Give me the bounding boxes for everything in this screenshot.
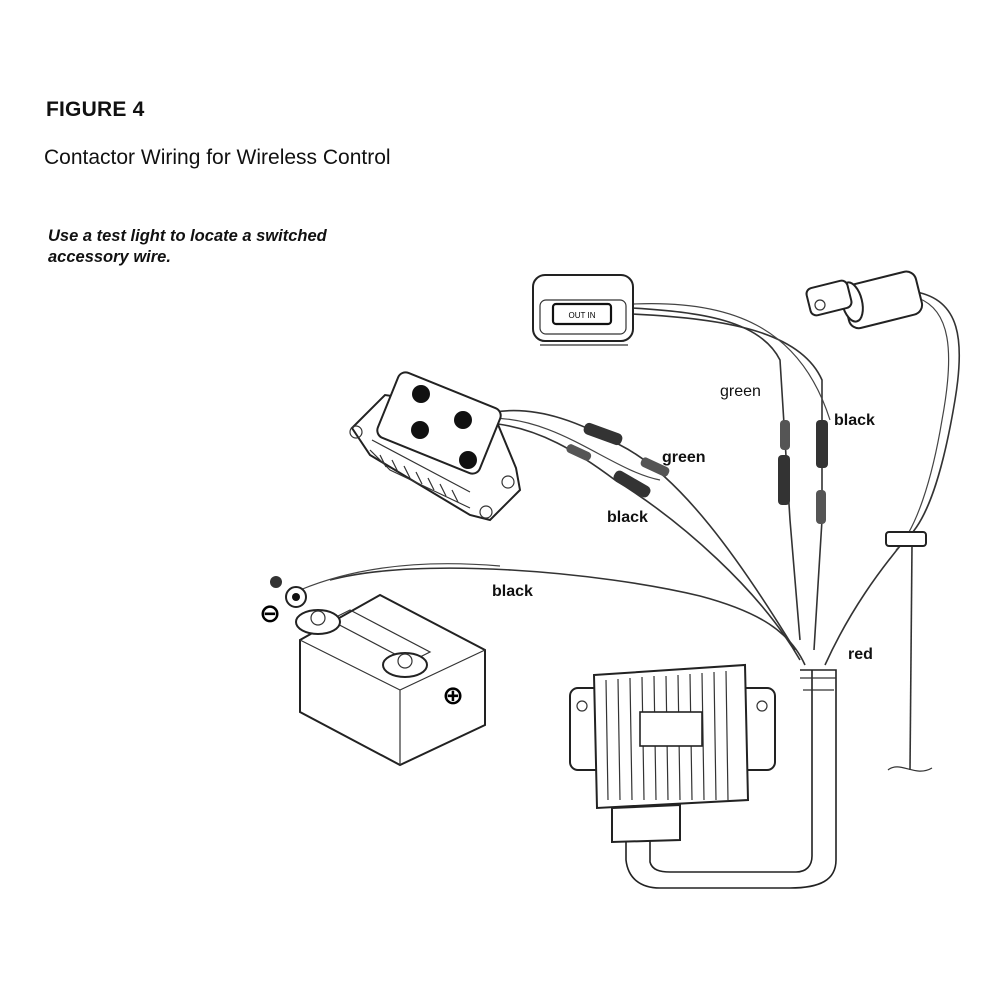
wire-connectors <box>566 420 828 524</box>
ignition-red-label: red <box>848 646 873 663</box>
contactor-terminal-2 <box>454 411 472 429</box>
ground-clip <box>885 531 927 547</box>
figure-subtitle: Contactor Wiring for Wireless Control <box>44 146 391 169</box>
contactor-terminal-1 <box>412 385 430 403</box>
battery-positive-symbol: ⊕ <box>442 681 464 711</box>
control-box <box>569 663 776 844</box>
contactor-black-label: black <box>607 509 648 526</box>
battery-negative-symbol: ⊖ <box>259 599 281 629</box>
switch-label: OUT IN <box>569 311 596 320</box>
contactor-terminal-3 <box>411 421 429 439</box>
in-out-switch: OUT IN <box>532 274 634 346</box>
ignition-key-icon <box>805 270 924 330</box>
switch-black-label: black <box>834 412 875 429</box>
contactor-terminal-4 <box>459 451 477 469</box>
wiring-harness <box>299 291 961 889</box>
battery: ⊖ ⊕ <box>259 576 486 767</box>
test-light-note: Use a test light to locate a switched ac… <box>48 227 327 266</box>
battery-black-label: black <box>492 583 533 600</box>
contactor-green-label: green <box>662 449 706 466</box>
figure-title: FIGURE 4 <box>46 98 145 121</box>
contactor <box>349 371 522 522</box>
switch-green-label: green <box>720 383 761 400</box>
